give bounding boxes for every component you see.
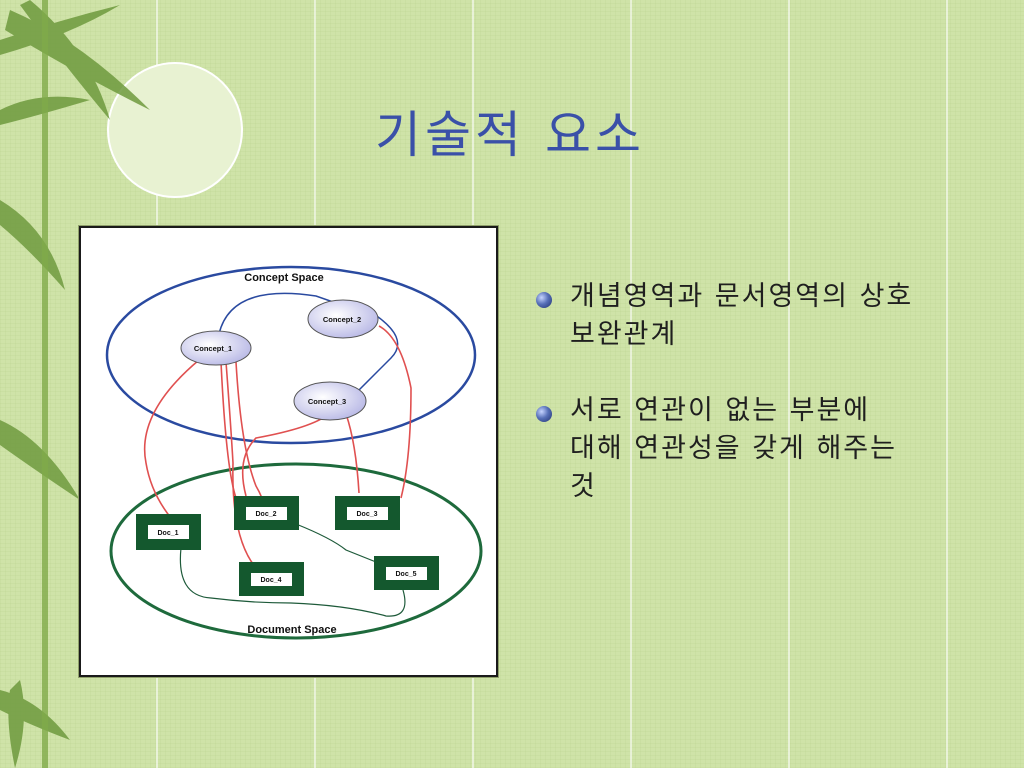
bullet-text: 서로 연관이 없는 부분에 대해 연관성을 갖게 해주는 것 [570,395,897,502]
bullet-text: 개념영역과 문서영역의 상호 보완관계 [570,281,914,350]
doc-node: Doc_4 [239,562,304,596]
concept-space-ellipse [105,265,477,445]
doc-link [295,523,382,565]
relation-link [378,325,412,499]
svg-text:Doc_1: Doc_1 [157,530,178,537]
document-space-ellipse [109,462,483,640]
sphere-bullet-icon [536,406,552,422]
concept-node: Concept_2 [307,299,379,339]
concept-node: Concept_3 [293,381,367,421]
document-space-label: Document Space [247,624,336,636]
bullet-item: 개념영역과 문서영역의 상호 보완관계 [530,278,950,354]
relation-link [220,361,237,499]
svg-text:Concept_2: Concept_2 [323,315,361,324]
sphere-bullet-icon [536,292,552,308]
bullet-list: 개념영역과 문서영역의 상호 보완관계 서로 연관이 없는 부분에 대해 연관성… [530,278,950,544]
slide-title: 기술적 요소 [375,106,645,164]
doc-link [179,547,406,617]
doc-node: Doc_5 [374,556,439,590]
doc-node: Doc_3 [335,496,400,530]
relation-link [143,359,200,519]
svg-text:Doc_5: Doc_5 [395,571,416,578]
relation-link [345,413,360,494]
doc-node: Doc_2 [234,496,299,530]
svg-text:Doc_4: Doc_4 [260,577,281,584]
concept-node: Concept_1 [180,330,252,366]
relation-link [241,413,330,497]
bamboo-leaf [0,420,80,500]
svg-text:Doc_3: Doc_3 [356,511,377,518]
concept-link [218,292,337,335]
concept-space-label: Concept Space [244,272,323,284]
relation-link [225,361,257,569]
concept-document-diagram: Concept Space Document Space [79,226,498,677]
svg-text:Concept_1: Concept_1 [194,344,232,353]
moon-circle [107,62,243,198]
svg-text:Concept_3: Concept_3 [308,397,346,406]
concept-link [355,311,399,394]
bamboo-leaf [8,680,24,768]
svg-text:Doc_2: Doc_2 [255,511,276,518]
doc-node: Doc_1 [136,514,201,550]
bamboo-leaf [0,200,65,290]
bullet-item: 서로 연관이 없는 부분에 대해 연관성을 갖게 해주는 것 [530,392,950,506]
diagram-svg: Concept Space Document Space [105,265,483,640]
